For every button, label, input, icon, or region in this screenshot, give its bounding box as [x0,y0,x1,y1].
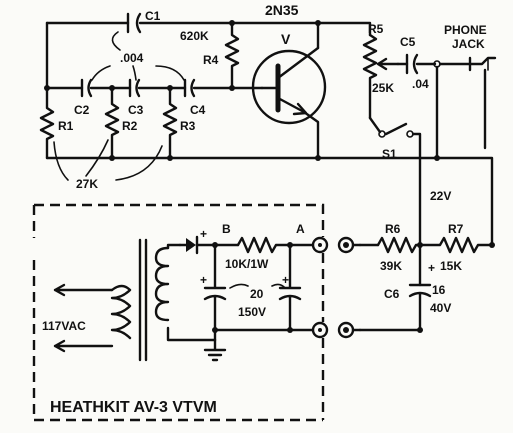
label-c2: C2 [74,103,90,117]
binding-post-bottom-right [337,321,355,339]
label-s1: S1 [382,147,397,161]
label-diode-plus: + [200,227,207,241]
res-value-pointer-r2 [85,139,109,177]
cap-value-pointer-c3 [132,65,137,81]
res-value-pointer-r3 [115,145,163,181]
binding-post-bottom-left [311,321,329,339]
label-res-supply: 10K/1W [225,257,269,271]
r5-feed-wire [316,21,372,37]
label-jack: JACK [452,37,485,51]
resistor-r2 [104,86,120,160]
cap-value-pointer-c4 [155,65,185,81]
label-c6-plus: + [428,261,435,275]
label-transistor: 2N35 [265,2,299,18]
instrument-outline [34,203,325,420]
r5-to-s1 [368,116,382,134]
label-c5: C5 [400,35,416,49]
label-transistor-symbol: V [281,31,291,47]
mains-input-arrows [53,283,114,353]
rectifier-diode [178,235,240,255]
label-res-value: 27K [76,177,98,191]
capacitor-supply-left [203,243,227,342]
resistor-10k [236,236,315,254]
label-c4: C4 [190,103,206,117]
label-c1: C1 [145,9,161,23]
label-c5-value: .04 [412,77,429,91]
label-instrument: HEATHKIT AV-3 VTVM [50,399,217,416]
label-cap-left-plus: + [200,273,207,287]
label-r5-value: 25K [372,81,394,95]
resistor-r4 [224,21,240,90]
resistor-r1 [39,86,55,160]
label-r7: R7 [448,222,464,236]
label-c6-value: 16 [432,283,446,297]
capacitor-c5 [405,53,419,75]
label-r7-value: 15K [440,259,462,273]
capacitor-c6 [408,243,432,332]
s1-to-supply [411,132,422,247]
phone-jack [438,56,497,72]
label-c6-voltage: 40V [430,301,451,315]
cap-value-pointer-c2 [91,65,111,81]
capacitor-c1 [126,12,142,34]
label-r4-value: 620K [180,29,209,43]
label-r5: R5 [368,22,384,36]
label-cap-right-plus: + [282,273,289,287]
r5-wiper [376,57,400,71]
label-c3: C3 [128,103,144,117]
resistor-r7 [418,236,494,254]
label-voltage: 22V [430,189,451,203]
label-cap-value: .004 [120,51,144,65]
label-point-b: B [222,222,231,236]
binding-post-top-right [337,236,355,254]
label-r4: R4 [203,53,219,67]
label-phone: PHONE [444,23,487,37]
right-ground-rail [316,156,494,247]
label-cap-supply-voltage: 150V [238,305,266,319]
capacitor-c4 [183,78,196,98]
jack-return-wire [435,65,487,160]
label-r1: R1 [58,119,74,133]
resistor-r3 [162,86,178,160]
label-r6-value: 39K [380,259,402,273]
label-r3: R3 [180,119,196,133]
label-c6: C6 [384,287,400,301]
label-r6: R6 [385,222,401,236]
capacitor-c3 [128,78,141,98]
capacitor-supply-right [278,243,302,332]
cap-value-pointer-c1 [111,31,121,51]
ground-symbol [203,338,227,362]
transformer [110,238,217,362]
label-cap-supply-value: 20 [250,287,264,301]
label-mains: 117VAC [42,319,86,333]
supply-cap-pointer [229,283,286,289]
transistor-2n35 [251,21,327,160]
res-value-pointer-r1 [53,141,69,181]
label-point-a: A [296,222,305,236]
capacitor-c2 [80,78,93,98]
binding-post-top-left [311,236,329,254]
potentiometer-r5 [362,33,378,120]
resistor-r6 [376,236,422,254]
label-r2: R2 [122,119,138,133]
switch-s1 [378,122,414,138]
